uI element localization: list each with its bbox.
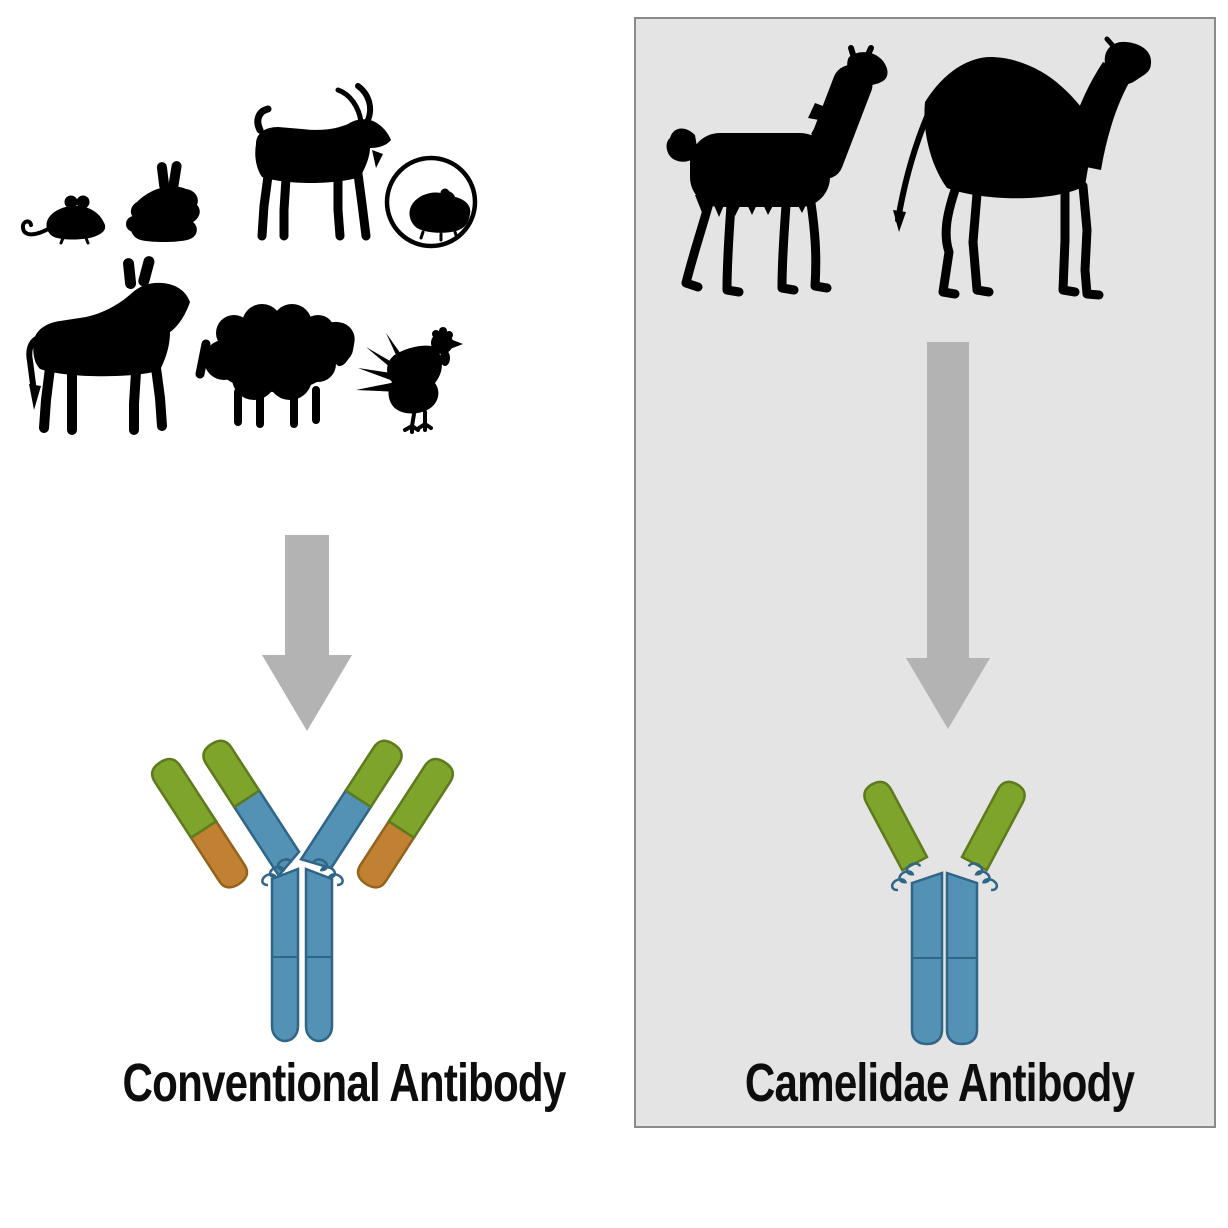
goat-icon <box>254 83 391 241</box>
sheep-icon <box>195 304 355 428</box>
heavy-chain-stem-right <box>945 871 979 1046</box>
mouse-icon <box>20 195 106 245</box>
vhh-domain-right <box>960 776 1031 872</box>
hamster-wheel-icon <box>384 155 478 249</box>
down-arrow-right <box>906 342 990 729</box>
rooster-icon <box>356 327 463 434</box>
llama-icon <box>666 45 888 297</box>
camelidae-label: Camelidae Antibody <box>745 1053 1135 1113</box>
heavy-chain-stem-left <box>270 867 300 1043</box>
down-arrow-left <box>262 535 352 731</box>
camel-icon <box>893 36 1152 300</box>
donkey-icon <box>26 256 190 435</box>
camelidae-antibody-diagram <box>858 776 1031 1046</box>
conventional-label: Conventional Antibody <box>122 1053 566 1113</box>
heavy-chain-stem-right <box>304 867 334 1043</box>
vhh-domain-left <box>858 776 929 872</box>
conventional-antibody-diagram <box>146 734 459 1043</box>
heavy-chain-stem-left <box>910 871 944 1046</box>
rabbit-icon <box>126 161 200 242</box>
